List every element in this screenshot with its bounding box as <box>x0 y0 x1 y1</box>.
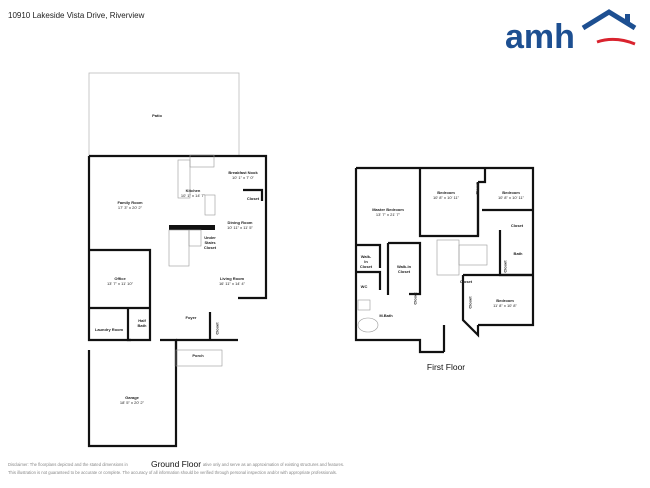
property-address: 10910 Lakeside Vista Drive, Riverview <box>8 11 145 20</box>
room-master-bath: M.Bath <box>379 313 393 318</box>
room-closet-4: Closet <box>412 292 418 305</box>
room-closet-3: Closet <box>510 223 524 228</box>
room-closet-7: Closet <box>467 296 473 309</box>
room-under-stairs-closet: Under Stairs Closet <box>203 235 217 250</box>
room-walk-in-closet-1: Walk-In Closet <box>359 254 373 269</box>
stair-wall <box>169 225 215 230</box>
room-foyer: Foyer <box>185 315 197 320</box>
room-closet: Closet <box>246 196 260 201</box>
ground-stairs <box>168 154 223 367</box>
first-floor-stairs <box>357 239 488 333</box>
first-floor-walls <box>354 166 535 354</box>
room-closet-5: Closet <box>502 260 508 273</box>
svg-text:amh: amh <box>505 18 575 52</box>
room-porch: Porch <box>192 353 204 358</box>
amh-logo: amh <box>505 9 637 52</box>
room-wc: WC <box>360 284 368 289</box>
room-foyer-closet: Closet <box>214 322 220 335</box>
room-closet-2: Closet <box>474 182 480 195</box>
room-walk-in-closet-2: Walk-In Closet <box>396 264 412 274</box>
ground-floor-walls <box>87 154 268 448</box>
room-laundry-room: Laundry Room <box>94 327 124 332</box>
patio-outline <box>88 72 240 157</box>
room-bath: Bath <box>513 251 523 256</box>
disclaimer-line-2: This illustration is not guaranteed to b… <box>8 470 338 475</box>
ground-floor-title: Ground Floor <box>150 459 202 469</box>
disclaimer-line-1: Disclaimer: The floorplans depicted and … <box>8 462 345 467</box>
room-half-bath: Half Bath <box>137 318 147 328</box>
room-patio: Patio <box>152 113 162 118</box>
room-closet-6: Closet <box>459 279 473 284</box>
first-floor-title: First Floor <box>426 362 466 372</box>
